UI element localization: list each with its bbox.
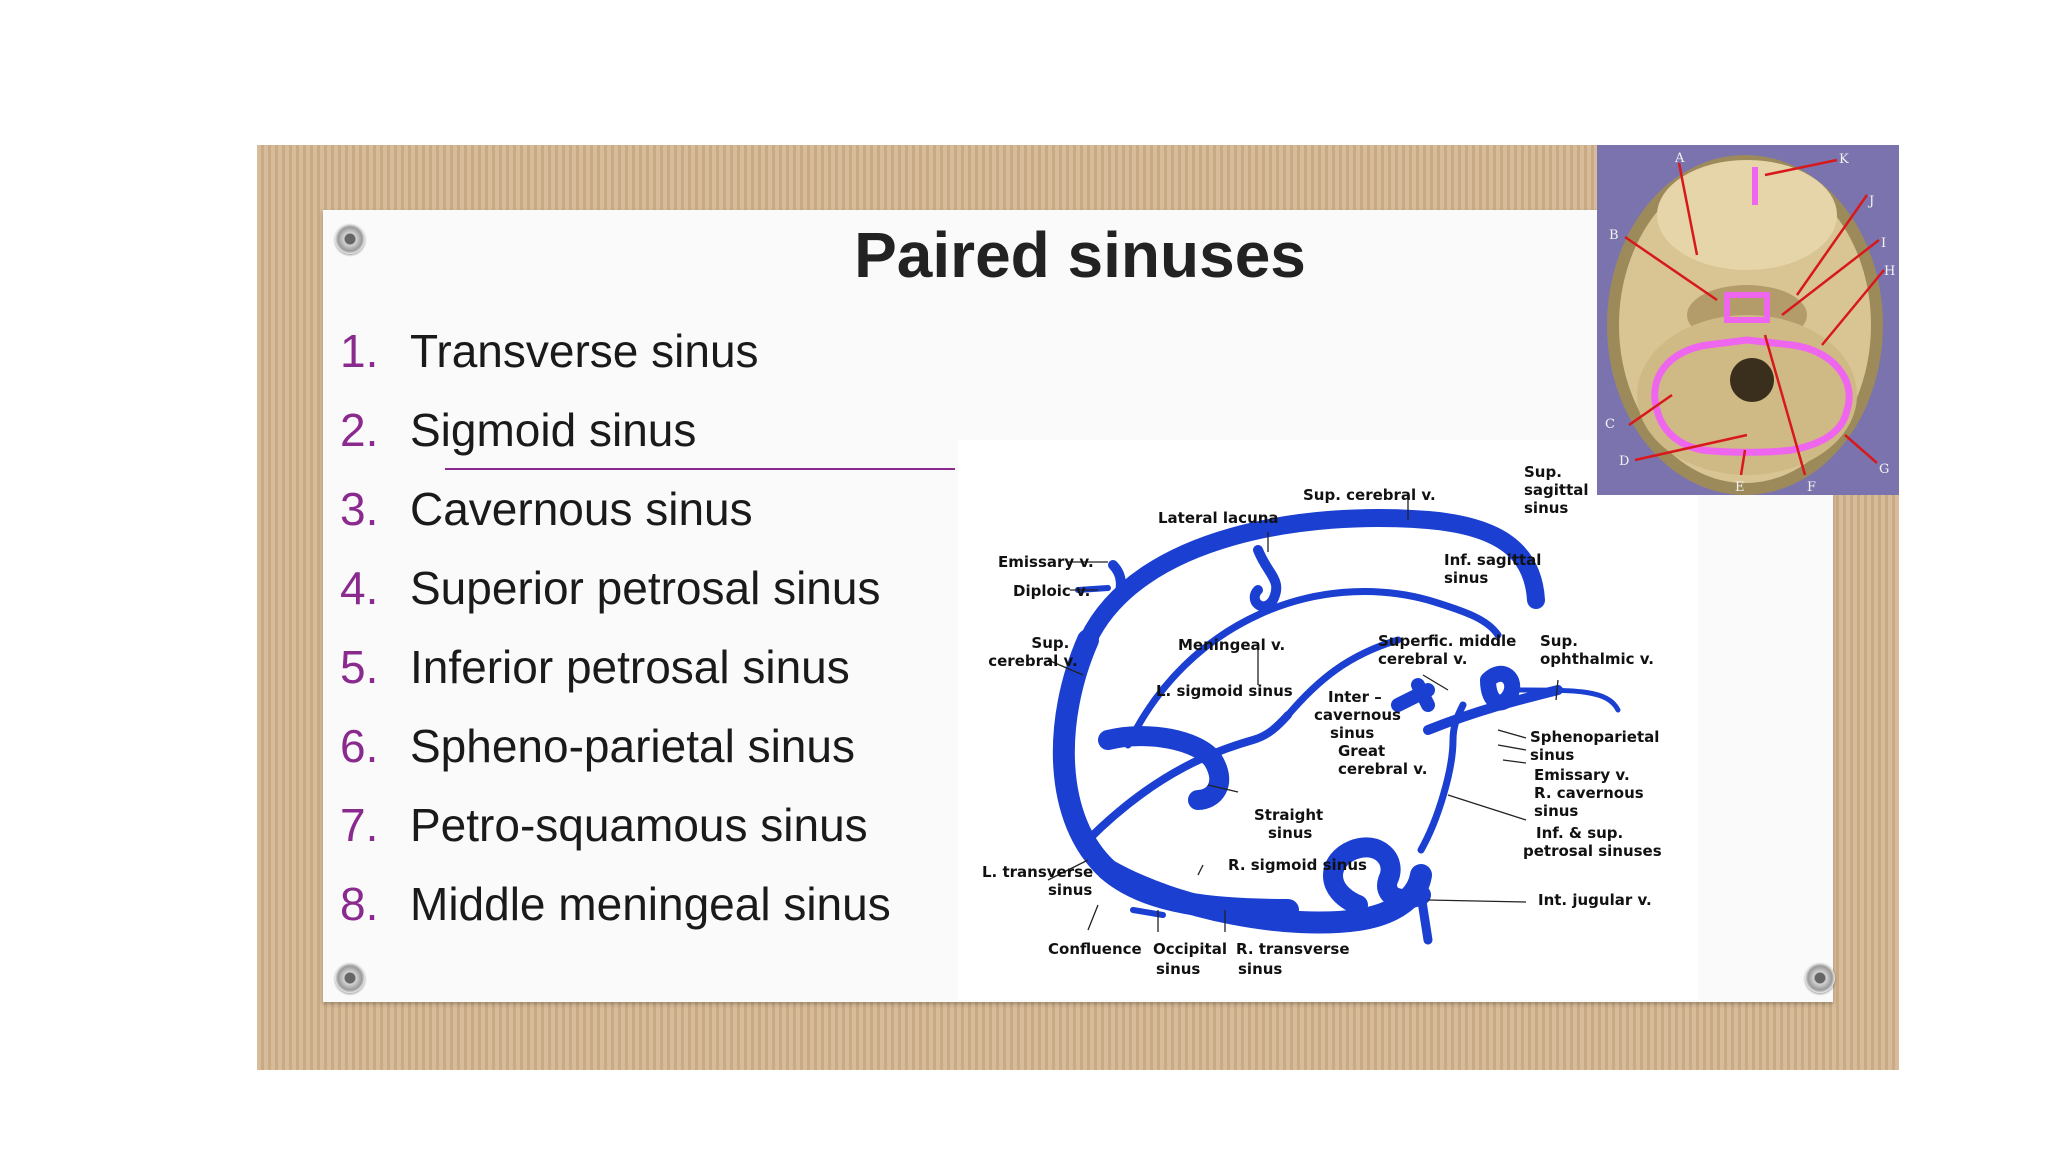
skull-letter-label: B <box>1609 228 1619 243</box>
label-inf-sagittal-sinus: Inf. sagittal sinus <box>1444 551 1547 587</box>
sinus-list-item: 4. Superior petrosal sinus <box>340 555 891 634</box>
label-r-cavernous-sinus: R. cavernous sinus <box>1534 784 1649 820</box>
label-sup-cerebral-v-left: Sup. cerebral v. <box>988 634 1078 670</box>
sinus-list-item: 6. Spheno-parietal sinus <box>340 713 891 792</box>
sinus-name: Petro-squamous sinus <box>410 799 868 851</box>
skull-letter-label: J <box>1867 194 1874 209</box>
sinus-list-item: 2. Sigmoid sinus <box>340 397 891 476</box>
sinus-list-item: 8. Middle meningeal sinus <box>340 871 891 950</box>
venous-sinus-diagram: Lateral lacuna Sup. cerebral v. Sup. sag… <box>958 440 1698 1000</box>
skull-base-figure: A K J B I H C G D E F <box>1597 145 1899 495</box>
pin-icon <box>335 224 365 254</box>
label-intercavernous-sinus: Inter – cavernous sinus <box>1314 688 1406 742</box>
pink-sinus-center <box>1724 292 1770 323</box>
list-number: 8. <box>340 878 379 930</box>
sinus-name: Inferior petrosal sinus <box>410 641 850 693</box>
list-number: 3. <box>340 483 379 535</box>
skull-letter-label: C <box>1605 417 1615 432</box>
skull-letter-label: H <box>1884 264 1895 279</box>
label-int-jugular-v: Int. jugular v. <box>1538 891 1652 909</box>
l-sigmoid-sinus <box>1098 726 1230 810</box>
slide-title: Paired sinuses <box>854 219 1306 291</box>
list-number: 4. <box>340 562 379 614</box>
sinus-name: Spheno-parietal sinus <box>410 720 855 772</box>
label-confluence: Confluence <box>1048 940 1142 958</box>
red-arrows <box>1624 158 1885 476</box>
inferior-sagittal-sinus <box>1124 588 1502 749</box>
label-occipital-sinus: Occipital sinus <box>1153 940 1232 978</box>
lateral-lacuna <box>1249 545 1282 612</box>
sinus-name: Middle meningeal sinus <box>410 878 891 930</box>
sinus-name: Cavernous sinus <box>410 483 753 535</box>
sinus-list-item: 1. Transverse sinus <box>340 318 891 397</box>
skull-letter-labels: A K J B I H C G D E F <box>1605 151 1895 495</box>
pin-icon <box>1805 963 1835 993</box>
label-inf-sup-petrosal-sinuses: Inf. & sup. petrosal sinuses <box>1523 824 1662 860</box>
label-meningeal-v: Meningeal v. <box>1178 636 1285 654</box>
label-emissary-v-right: Emissary v. <box>1534 766 1630 784</box>
diagram-labels: Lateral lacuna Sup. cerebral v. Sup. sag… <box>982 463 1665 978</box>
cavernous-sinus <box>1480 665 1521 711</box>
venous-sinus-svg: Lateral lacuna Sup. cerebral v. Sup. sag… <box>982 463 1665 978</box>
skull-base-svg: A K J B I H C G D E F <box>1605 151 1895 495</box>
int-jugular-vein <box>1416 890 1433 945</box>
emissary-vein-left <box>1108 560 1126 605</box>
sinus-list-item: 7. Petro-squamous sinus <box>340 792 891 871</box>
sinus-name: Sigmoid sinus <box>410 404 697 456</box>
label-straight-sinus: Straight sinus <box>1254 806 1328 842</box>
list-number: 1. <box>340 325 379 377</box>
skull-letter-label: E <box>1735 480 1745 495</box>
skull-letter-label: K <box>1839 152 1849 167</box>
sphenoparietal-sinus <box>1515 687 1621 713</box>
r-sigmoid-sinus <box>1323 837 1431 915</box>
skull-letter-label: I <box>1881 236 1886 251</box>
sinus-name: Superior petrosal sinus <box>410 562 881 614</box>
label-l-transverse-sinus: L. transverse sinus <box>982 863 1098 899</box>
label-sup-ophthalmic-v: Sup. ophthalmic v. <box>1540 632 1654 668</box>
leader-lines <box>1047 500 1559 932</box>
pin-icon <box>335 963 365 993</box>
list-number: 2. <box>340 404 379 456</box>
label-r-sigmoid-sinus: R. sigmoid sinus <box>1228 856 1367 874</box>
sinus-list-item: 3. Cavernous sinus <box>340 476 891 555</box>
label-r-transverse-sinus: R. transverse sinus <box>1236 940 1355 978</box>
label-sup-cerebral-v-top: Sup. cerebral v. <box>1303 486 1436 504</box>
list-number: 7. <box>340 799 379 851</box>
pink-sinus-path <box>1651 336 1853 456</box>
skull-letter-label: A <box>1674 151 1685 166</box>
list-number: 6. <box>340 720 379 772</box>
label-lateral-lacuna: Lateral lacuna <box>1158 509 1279 527</box>
sinus-drawing <box>1052 508 1621 945</box>
skull-letter-label: F <box>1807 480 1816 495</box>
straight-sinus <box>1084 711 1292 844</box>
label-great-cerebral-v: Great cerebral v. <box>1338 742 1428 778</box>
skull-base-drawing <box>1607 155 1883 495</box>
underline-rule <box>445 468 955 470</box>
label-l-sigmoid-sinus: L. sigmoid sinus <box>1156 682 1293 700</box>
label-sup-sagittal-sinus: Sup. sagittal sinus <box>1524 463 1594 517</box>
label-superfic-middle-cerebral-v: Superfic. middle cerebral v. <box>1378 632 1522 668</box>
sinus-list: 1. Transverse sinus 2. Sigmoid sinus 3. Cav… <box>340 318 891 950</box>
superior-sagittal-sinus <box>1079 508 1545 649</box>
list-number: 5. <box>340 641 379 693</box>
sinus-name: Transverse sinus <box>410 325 759 377</box>
skull-letter-label: G <box>1879 462 1889 477</box>
label-diploic-v: Diploic v. <box>1013 582 1090 600</box>
label-emissary-v-left: Emissary v. <box>998 553 1094 571</box>
label-sphenoparietal-sinus: Sphenoparietal sinus <box>1530 728 1665 764</box>
sinus-list-item: 5. Inferior petrosal sinus <box>340 634 891 713</box>
inter-cavernous-sinus <box>1391 678 1435 712</box>
great-cerebral-vein <box>1284 636 1402 719</box>
skull-letter-label: D <box>1619 454 1629 469</box>
